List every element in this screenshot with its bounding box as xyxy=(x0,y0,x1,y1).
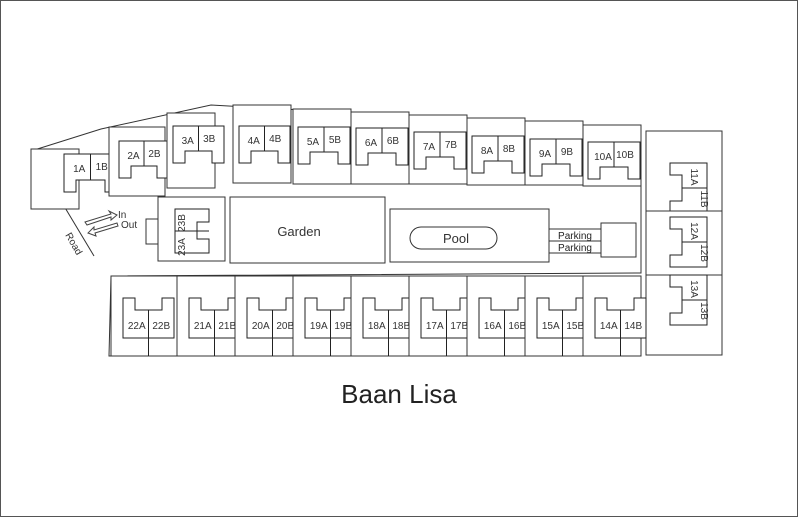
unit-label-12b: 12B xyxy=(698,244,709,262)
unit-block-8: 8A 8B xyxy=(466,117,526,186)
unit-block-15: 15A 15B xyxy=(524,275,589,357)
unit-label-21a: 21A xyxy=(194,321,212,332)
unit-label-11a: 11A xyxy=(688,168,699,185)
unit-label-6b: 6B xyxy=(387,136,400,147)
unit-block-1: 1A 1B xyxy=(30,148,118,210)
site-boundary xyxy=(30,104,642,357)
unit-block-22: 22A 22B xyxy=(110,275,178,357)
unit-label-2b: 2B xyxy=(148,149,161,160)
unit-label-12a: 12A xyxy=(688,222,699,240)
parking-label-1: Parking xyxy=(558,231,592,242)
unit-label-20a: 20A xyxy=(252,321,270,332)
unit-label-10b: 10B xyxy=(616,150,634,161)
unit-label-14a: 14A xyxy=(600,321,618,332)
out-label: Out xyxy=(121,220,137,231)
pool-label: Pool xyxy=(443,231,469,246)
garden-label: Garden xyxy=(277,224,320,239)
unit-label-15a: 15A xyxy=(542,321,560,332)
garden-area xyxy=(229,196,386,264)
unit-label-4a: 4A xyxy=(248,136,261,147)
side-annex-23 xyxy=(145,218,159,245)
unit-block-14: 14A 14B xyxy=(582,275,647,357)
unit-label-15b: 15B xyxy=(566,321,584,332)
unit-block-2: 2A 2B xyxy=(108,126,170,197)
unit-label-5b: 5B xyxy=(329,135,342,146)
unit-label-3a: 3A xyxy=(182,136,195,147)
unit-label-1a: 1A xyxy=(73,164,86,175)
unit-block-3: 3A 3B xyxy=(166,112,225,189)
unit-label-5a: 5A xyxy=(307,137,320,148)
unit-block-10: 10A 10B xyxy=(582,124,642,187)
parking-building xyxy=(600,222,637,258)
unit-label-8a: 8A xyxy=(481,146,494,157)
road-label: Road xyxy=(62,231,83,257)
unit-block-18: 18A 18B xyxy=(350,275,415,357)
unit-label-6a: 6A xyxy=(365,138,378,149)
unit-label-10a: 10A xyxy=(594,152,612,163)
unit-label-23b: 23B xyxy=(177,214,188,232)
pool-shape xyxy=(409,226,498,250)
unit-block-5: 5A 5B xyxy=(292,108,352,185)
unit-label-16b: 16B xyxy=(508,321,526,332)
unit-block-4: 4A 4B xyxy=(232,104,292,184)
unit-label-11b: 11B xyxy=(698,190,709,207)
unit-label-16a: 16A xyxy=(484,321,502,332)
unit-label-19b: 19B xyxy=(334,321,352,332)
unit-label-18b: 18B xyxy=(392,321,410,332)
unit-label-1b: 1B xyxy=(96,162,109,173)
unit-label-2a: 2A xyxy=(127,151,140,162)
unit-block-7: 7A 7B xyxy=(408,114,468,185)
parking-label-2: Parking xyxy=(558,243,592,254)
unit-block-16: 16A 16B xyxy=(466,275,531,357)
unit-label-23a: 23A xyxy=(177,238,188,256)
unit-label-7a: 7A xyxy=(423,142,436,153)
unit-label-4b: 4B xyxy=(269,134,282,145)
unit-block-17: 17A 17B xyxy=(408,275,473,357)
unit-label-19a: 19A xyxy=(310,321,328,332)
unit-block-6: 6A 6B xyxy=(350,111,410,185)
unit-label-22a: 22A xyxy=(128,321,146,332)
unit-label-22b: 22B xyxy=(152,321,170,332)
site-title: Baan Lisa xyxy=(341,379,457,409)
out-arrow-icon xyxy=(87,222,119,237)
unit-label-17b: 17B xyxy=(450,321,468,332)
in-arrow-icon xyxy=(84,209,118,226)
unit-label-13b: 13B xyxy=(698,302,709,320)
unit-label-8b: 8B xyxy=(503,144,516,155)
unit-label-13a: 13A xyxy=(688,280,699,298)
unit-label-14b: 14B xyxy=(624,321,642,332)
unit-label-3b: 3B xyxy=(203,134,216,145)
unit-label-17a: 17A xyxy=(426,321,444,332)
unit-label-9a: 9A xyxy=(539,149,552,160)
unit-label-18a: 18A xyxy=(368,321,386,332)
unit-label-20b: 20B xyxy=(276,321,294,332)
unit-block-20: 20A 20B xyxy=(234,275,299,357)
in-label: In xyxy=(118,210,126,221)
unit-label-7b: 7B xyxy=(445,140,458,151)
unit-label-21b: 21B xyxy=(218,321,236,332)
unit-block-9: 9A 9B xyxy=(524,120,584,186)
unit-block-21: 21A 21B xyxy=(176,275,241,357)
unit-label-9b: 9B xyxy=(561,147,574,158)
unit-block-19: 19A 19B xyxy=(292,275,357,357)
